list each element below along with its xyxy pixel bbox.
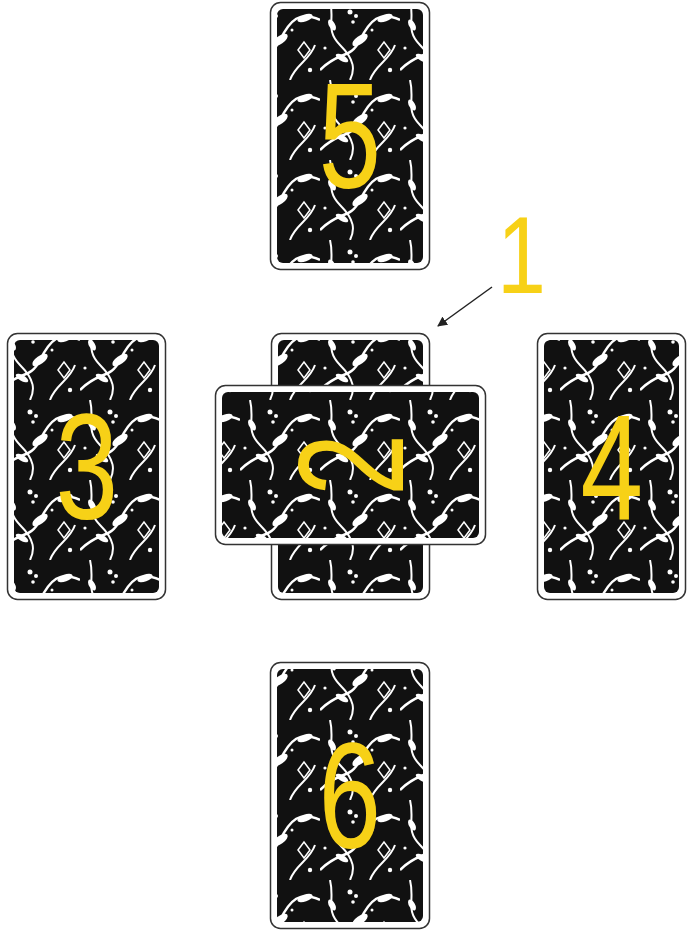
position-number: 2 xyxy=(276,434,426,497)
tarot-card-position: 2 xyxy=(215,385,486,545)
leader-arrow xyxy=(438,287,492,326)
tarot-card xyxy=(271,3,430,270)
position-number: 3 xyxy=(55,392,118,542)
tarot-card xyxy=(272,334,430,600)
position-number: 5 xyxy=(319,61,382,211)
tarot-card-position: 4 xyxy=(537,333,686,600)
tarot-card-position: 5 xyxy=(270,2,430,270)
position-number: 1 xyxy=(497,200,546,310)
tarot-card xyxy=(8,334,166,600)
position-number: 4 xyxy=(580,392,643,542)
tarot-card-position: 6 xyxy=(270,662,430,929)
tarot-card xyxy=(216,386,486,545)
tarot-card xyxy=(271,663,430,929)
tarot-card xyxy=(538,334,686,600)
tarot-card-position: 3 xyxy=(7,333,166,600)
position-number: 6 xyxy=(319,721,382,871)
